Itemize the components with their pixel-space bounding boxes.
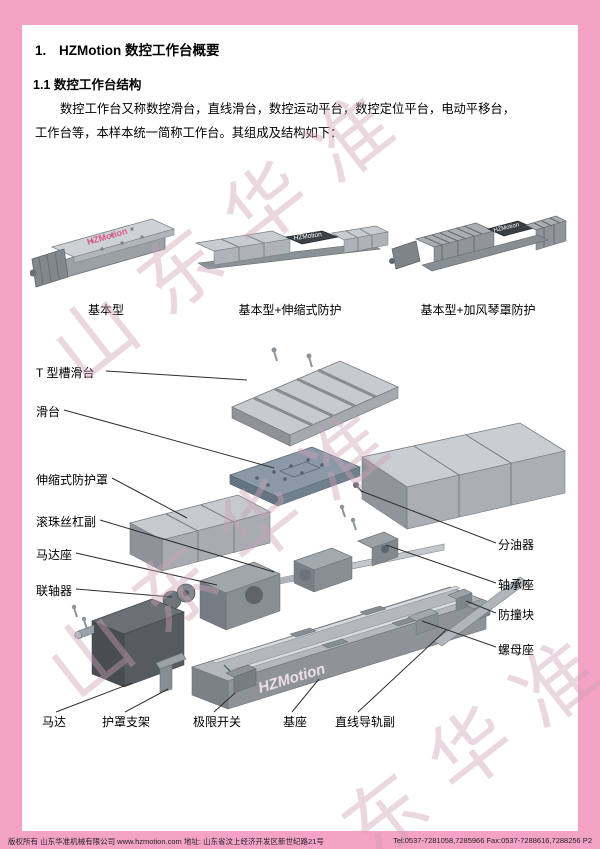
product-bellows-image: HZMotion [389,215,567,272]
product-figure-telescopic: HZMotion 基本型+伸缩式防护 [188,175,392,320]
part-label-base: 基座 [283,715,308,729]
motor-mount-part [199,561,281,631]
bellows-motor-part [389,240,421,270]
body-line: 工作台等，本样本统一简称工作台。其组成及结构如下： [35,126,343,140]
product-figure-basic: HZMotion 基本型 [30,175,182,320]
brand-logo-text: HZMotion [293,231,322,242]
part-label-telescopic-cover: 伸缩式防护罩 [36,473,109,487]
bellows-base-part [421,234,549,272]
limit-switch-part [223,664,257,694]
product-telescopic-image: HZMotion [194,225,390,270]
telescopic-cover-left-part [128,494,272,572]
section-number: 1. [35,43,47,58]
document-page: 1. HZMotion 数控工作台概要 1.1 数控工作台结构 数控工作台又称数控… [22,25,578,831]
part-label-limit-switch: 极限开关 [193,715,242,729]
section-title: HZMotion 数控工作台概要 [59,43,220,58]
product-caption: 基本型+加风琴罩防护 [420,303,536,317]
basic-stage-part [50,218,176,280]
part-label-slide-plate: 滑台 [36,405,61,419]
ballscrew-nut-part [293,547,353,593]
part-label-oil-distributor: 分油器 [498,538,535,552]
screw-fasteners [339,504,357,531]
telescopic-table-plate-part: HZMotion [284,230,340,245]
part-label-bearing-seat: 轴承座 [498,578,535,592]
product-caption: 基本型+伸缩式防护 [238,303,342,317]
side-rail-strip-part [433,576,529,647]
exploded-diagram-image: HZMotion [55,347,567,713]
footer-contact-page: Tel:0537-7281058,7285966 Fax:0537-728861… [393,836,592,845]
part-label-motor: 马达 [42,715,67,729]
product-caption: 基本型 [87,303,124,317]
subsection-heading: 1.1 数控工作台结构 [33,78,142,92]
slide-plate-part [228,446,362,507]
bellows-right-cover-part [525,215,567,251]
page-footer: 版权所有 山东华准机械有限公司 www.hzmotion.com 地址: 山东省… [8,836,592,847]
footer-company-address: 版权所有 山东华准机械有限公司 www.hzmotion.com 地址: 山东省… [8,837,324,846]
bearing-seat-part [357,531,399,567]
bellows-table-plate-part: HZMotion [486,220,536,237]
part-label-ballscrew: 滚珠丝杠副 [36,515,97,529]
brand-logo-text: HZMotion [493,222,520,234]
t-slot-table-part [231,360,399,447]
basic-motor-part [30,248,69,288]
leader-lines [55,370,497,713]
section-heading: 1. HZMotion 数控工作台概要 [35,39,219,59]
product-figure-bellows: HZMotion 基本型+加风琴罩防护 [388,175,568,320]
part-label-cover-bracket: 护罩支架 [102,715,151,729]
telescopic-left-cover-part [194,230,292,266]
part-label-linear-guide: 直线导轨副 [335,715,396,729]
part-label-coupling: 联轴器 [36,584,73,598]
product-basic-image: HZMotion [30,218,176,288]
body-paragraph: 数控工作台又称数控滑台，直线滑台，数控运动平台，数控定位平台，电动平移台， 工作… [35,97,573,145]
body-line: 数控工作台又称数控滑台，直线滑台，数控运动平台，数控定位平台，电动平移台， [60,102,515,116]
part-label-stop-block: 防撞块 [498,608,535,622]
part-label-motor-mount: 马达座 [36,548,73,562]
product-overview-row: HZMotion 基本型 H [22,175,578,320]
telescopic-base-part [197,242,381,270]
screw-fasteners [71,604,88,630]
part-label-t-slot-table: T 型槽滑台 [36,366,95,380]
coupling-part [162,583,196,610]
part-label-nut-seat: 螺母座 [498,643,535,657]
telescopic-cover-right-part [360,422,567,530]
telescopic-right-cover-part [330,225,390,254]
exploded-diagram: HZMotion [22,335,578,735]
cover-bracket-part [155,652,187,694]
